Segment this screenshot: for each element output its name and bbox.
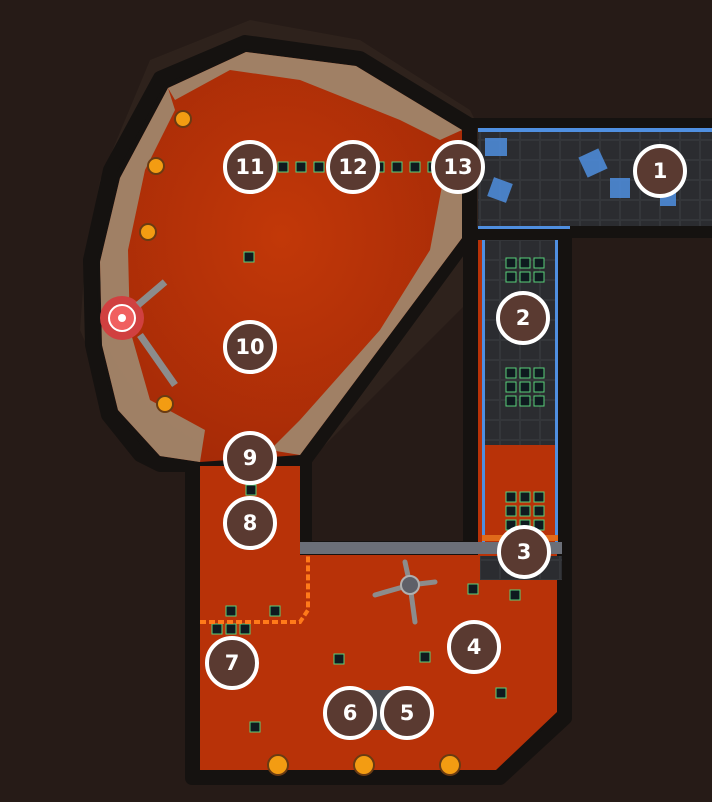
marker-label: 12 [338, 155, 367, 179]
fire-brazier-icon [139, 110, 461, 776]
marker-label: 1 [653, 159, 668, 183]
marker-5[interactable]: 5 [380, 686, 434, 740]
marker-7[interactable]: 7 [205, 636, 259, 690]
marker-13[interactable]: 13 [431, 140, 485, 194]
marker-10[interactable]: 10 [223, 320, 277, 374]
energy-fence [200, 556, 310, 624]
marker-label: 10 [235, 335, 264, 359]
block-row [211, 161, 521, 733]
marker-11[interactable]: 11 [223, 140, 277, 194]
marker-2[interactable]: 2 [496, 291, 550, 345]
marker-label: 3 [517, 540, 532, 564]
marker-label: 13 [443, 155, 472, 179]
turret-icon [505, 257, 545, 531]
marker-3[interactable]: 3 [497, 525, 551, 579]
marker-label: 2 [516, 306, 531, 330]
rock-shore-left [100, 88, 205, 462]
marker-label: 4 [467, 635, 482, 659]
marker-label: 7 [225, 651, 240, 675]
marker-4[interactable]: 4 [447, 620, 501, 674]
marker-label: 8 [243, 511, 258, 535]
rock-shore-top [168, 52, 462, 140]
marker-label: 9 [243, 446, 258, 470]
marker-9[interactable]: 9 [223, 431, 277, 485]
marker-label: 5 [400, 701, 415, 725]
marker-8[interactable]: 8 [223, 496, 277, 550]
marker-12[interactable]: 12 [326, 140, 380, 194]
crate-icon [485, 138, 676, 206]
marker-label: 11 [235, 155, 264, 179]
marker-label: 6 [343, 701, 358, 725]
teleporter-icon [100, 279, 178, 388]
marker-1[interactable]: 1 [633, 144, 687, 198]
marker-6[interactable]: 6 [323, 686, 377, 740]
fan-machine-icon [372, 559, 438, 625]
metal-bridge [300, 542, 562, 554]
